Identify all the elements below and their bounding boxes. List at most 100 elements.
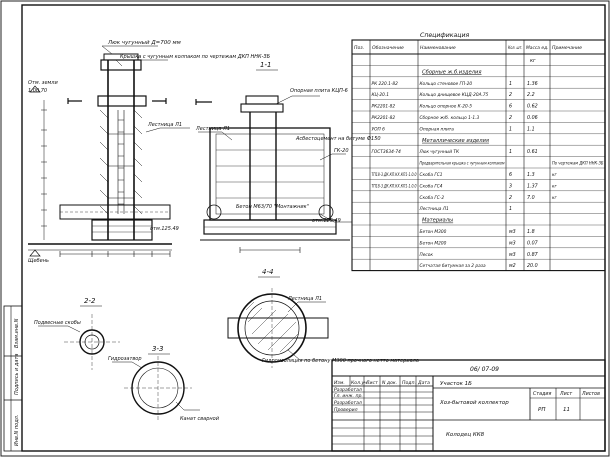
spec-cell-mass: 1.37 <box>527 183 538 189</box>
spec-cell-mass: 0.87 <box>527 252 538 258</box>
spec-cell-qty: м3 <box>509 240 516 246</box>
spec-cell-note: кг <box>552 195 558 200</box>
spec-cell-qty: 6 <box>509 172 512 178</box>
ladder-callout-1-1: Лестница Л1 <box>195 126 230 132</box>
spec-cell-code: РК2201-82 <box>372 104 396 110</box>
spec-cell-code: ГОСТ3634-74 <box>372 149 402 155</box>
gravel-label: Щебень <box>28 258 49 264</box>
pit-mark-1-1: отм.125.49 <box>312 218 341 224</box>
pipe-label: ГК-20 <box>334 148 349 154</box>
spec-cell-name: Скоба ГС1 <box>420 172 443 178</box>
spec-cell-note: кг <box>552 172 558 177</box>
spec-cell-name: Кольцо опорное К-20-5 <box>420 104 473 110</box>
spec-cell-name: Лестница Л1 <box>419 206 449 212</box>
spec-cell-mass: 1.3 <box>527 172 535 178</box>
tb-stage: РП <box>538 407 545 413</box>
rope-caption: Канат сварной <box>180 416 220 422</box>
spec-cell-mass: 0.06 <box>527 115 538 121</box>
spec-cell-mass: 1.36 <box>527 81 538 87</box>
side-stamp-original: Инв.N подл. <box>14 415 20 446</box>
ladder-callout-4-4: Лестница Л1 <box>287 296 322 302</box>
spec-header-0: Поз. <box>354 45 364 51</box>
tb-role-checked: Проверил <box>334 407 358 413</box>
tb-plot: Участок 1Б <box>440 381 472 387</box>
spec-cell-name: Люк чугунный ТК <box>419 149 460 155</box>
spec-cell-note: кг <box>552 183 558 188</box>
spec-cell-note: По чертежам ДКП ННК-ЗБ <box>552 161 604 166</box>
cover-callout: Крышка с чугунным колпаком по чертежам Д… <box>120 54 271 60</box>
tb-col-koluch: Кол.уч. <box>351 380 368 386</box>
tb-col-list: Лист <box>365 380 378 386</box>
spec-header-2: Наименование <box>420 45 456 51</box>
spec-header-4: Масса ед. <box>526 45 549 51</box>
spec-cell-name: Опорная плита <box>420 126 455 132</box>
spec-cell-qty: м2 <box>509 263 516 269</box>
spec-cell-mass: 1.8 <box>527 229 535 235</box>
hole-caption: Гидрозатвор <box>108 356 142 362</box>
tb-drawing: Колодец КК8 <box>446 432 485 438</box>
spec-cell-code: РК 220.1-82 <box>372 81 399 87</box>
spec-header-1: Обозначение <box>372 45 404 51</box>
tb-sheets-head: Листов <box>581 391 600 397</box>
ladder-callout-main: Лестница Л1 <box>147 122 182 128</box>
spec-section-title: Материалы <box>422 218 453 224</box>
spec-cell-mass: 0.07 <box>527 240 538 246</box>
spec-unit: кг <box>530 58 536 64</box>
spec-cell-qty: 1 <box>509 81 512 87</box>
section-3-3-title: 3-3 <box>152 345 163 353</box>
asbestos-callout: Асбестоцемент на битуме Ф150 <box>295 136 381 142</box>
spec-section-title: Металлические изделия <box>422 138 489 144</box>
spec-cell-qty: 1 <box>509 206 512 212</box>
spec-cell-name: Бетон М300 <box>420 229 447 235</box>
section-2-2-view <box>38 314 120 370</box>
side-stamp-sign: Подпись и дата <box>14 354 20 395</box>
title-block <box>331 359 606 452</box>
spec-cell-qty: 2 <box>509 115 512 121</box>
spec-cell-qty: м3 <box>509 229 516 235</box>
pit-mark-main: отм.125.49 <box>150 226 179 232</box>
spec-cell-name: Скоба ГС-2 <box>420 195 445 201</box>
spec-cell-mass: 2.2 <box>527 92 535 98</box>
spec-cell-code: УОП 6 <box>372 126 386 132</box>
spec-cell-name: Скоба ГС4 <box>420 183 443 189</box>
spec-cell-qty: 6 <box>509 104 512 110</box>
tb-col-izm: Изм. <box>334 380 345 386</box>
hatch-callout: Люк чугунный Д=700 мм <box>107 40 181 46</box>
side-stamp: Взам.инв.N Подпись и дата Инв.N подл. <box>3 305 23 452</box>
section-3-3-view <box>112 356 200 420</box>
spec-cell-qty: 1 <box>509 149 512 155</box>
spec-cell-mass: 7.0 <box>527 195 535 201</box>
spec-cell-name: Предварительная крышка с чугунным колпак… <box>420 161 506 167</box>
tb-col-ndoc: N док. <box>382 380 397 386</box>
spec-cell-name: Кольцо стеновое ГП-20 <box>420 81 473 87</box>
tb-role-developed: Разработал <box>334 387 362 393</box>
ground-mark-value: 1,00.70 <box>28 88 47 94</box>
main-section-view <box>28 45 190 257</box>
spec-cell-code: РК2201-82 <box>372 115 396 121</box>
tb-object: Хоз-бытовой коллектор <box>439 400 509 406</box>
spec-cell-qty: 2 <box>509 92 512 98</box>
spec-cell-code: ТП18-3.ДК.КП.КХ.КП1-1.0.0 <box>372 183 417 189</box>
tb-col-podp: Подп. <box>402 380 416 386</box>
tb-sheet: 11 <box>563 407 570 413</box>
support-plate-callout: Опорная плита КЦП-6 <box>290 88 348 94</box>
spec-header-3: Кол. шт. <box>508 45 523 51</box>
ground-mark-label: Отм. земли <box>28 80 59 86</box>
tb-stage-head: Стадия <box>533 391 552 397</box>
section-4-4-title: 4-4 <box>262 268 273 276</box>
spec-header-5: Примечание <box>552 45 582 51</box>
spec-cell-code: ТП18-3.ДК.КП.КХ.КП1-1.0.0 <box>372 172 417 178</box>
spec-cell-qty: 2 <box>509 195 512 201</box>
spec-cell-code: КЦ-20.1 <box>372 92 390 98</box>
spec-cell-mass: 0.61 <box>527 149 538 155</box>
doc-code: 06/ 07-09 <box>470 366 499 373</box>
spec-cell-qty: 3 <box>509 183 512 189</box>
section-1-1-title: 1-1 <box>260 61 271 69</box>
tb-col-data: Дата <box>417 380 430 386</box>
section-4-4-view <box>227 288 329 368</box>
side-stamp-inv: Взам.инв.N <box>14 318 20 348</box>
tb-role-chief: Гл. инж. пр. <box>334 393 363 399</box>
bolt-caption: Подвесные скобы <box>34 320 81 326</box>
spec-cell-name: Сетчатая битумная за 2 раза <box>420 263 487 269</box>
